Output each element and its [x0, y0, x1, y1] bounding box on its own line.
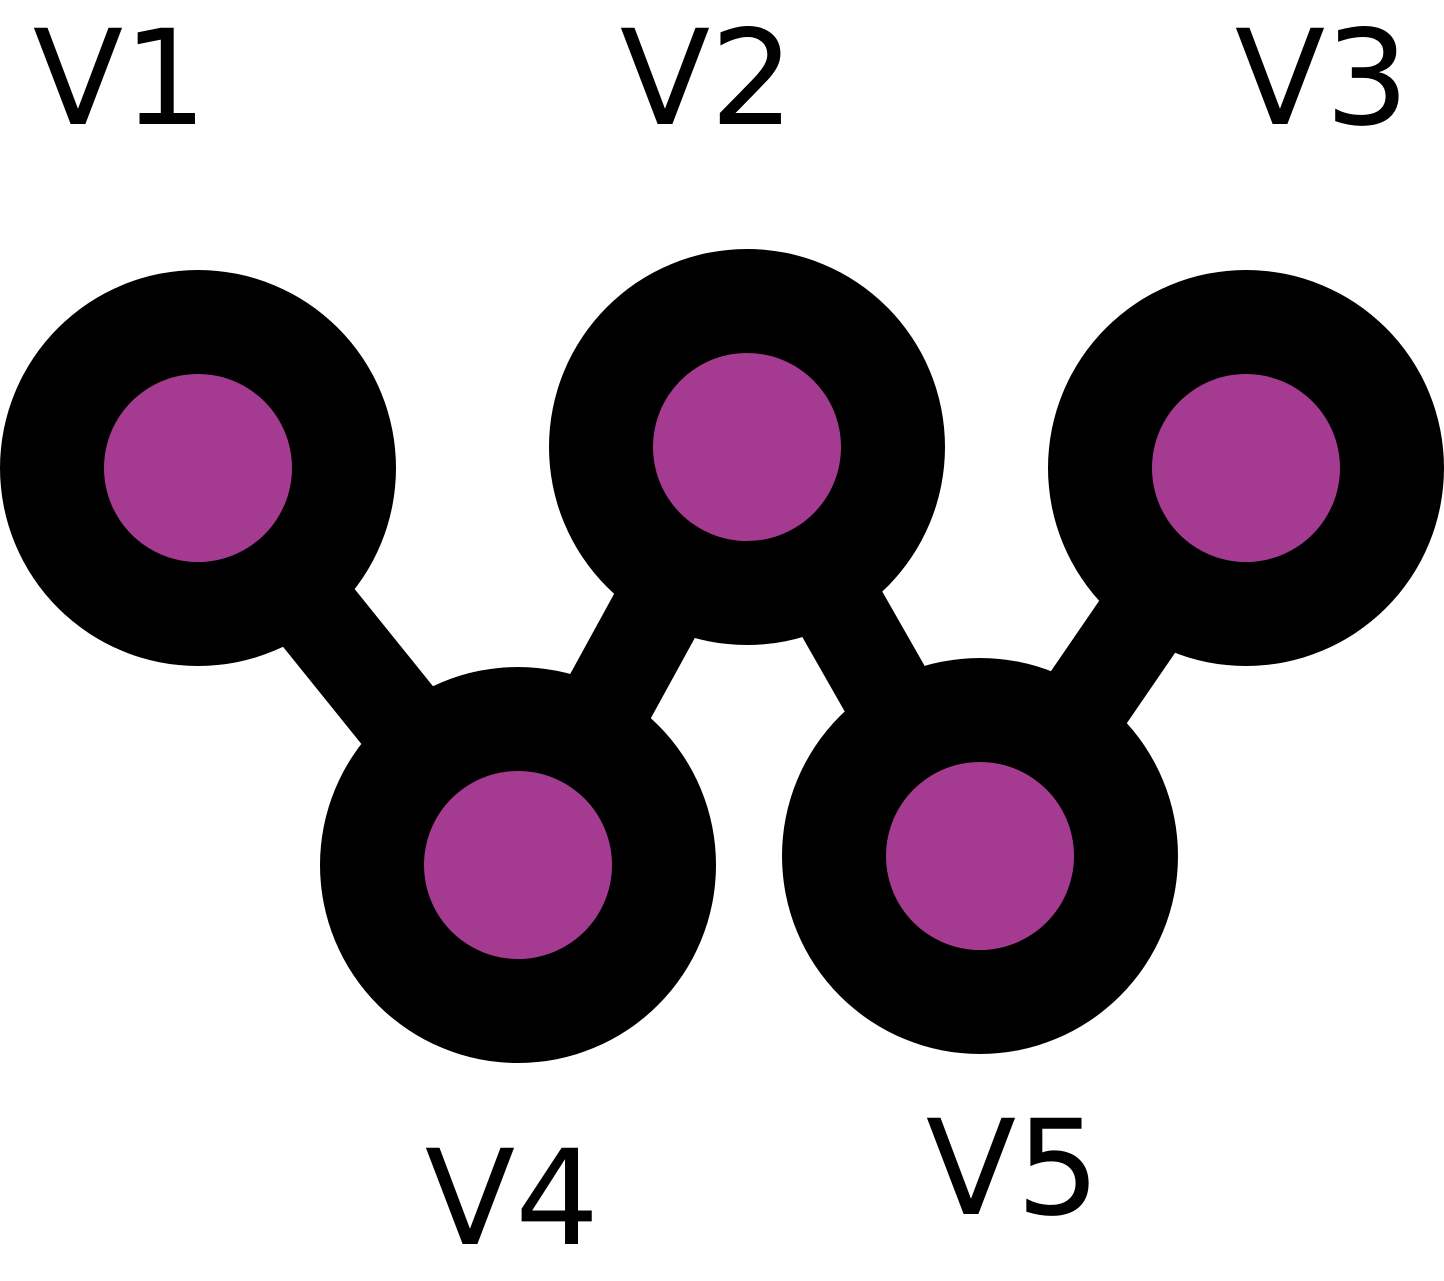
- node-label-v5: V5: [926, 1092, 1100, 1246]
- node-v3-core: [1152, 374, 1340, 562]
- node-label-v4: V4: [425, 1122, 599, 1276]
- nodes-layer: [0, 249, 1444, 1063]
- node-label-v2: V2: [620, 2, 794, 156]
- node-v2: [549, 249, 945, 645]
- node-v4: [320, 667, 716, 1063]
- node-v3: [1048, 270, 1444, 666]
- node-label-v3: V3: [1235, 2, 1409, 156]
- node-v4-core: [424, 771, 612, 959]
- node-v2-core: [653, 353, 841, 541]
- node-v1-core: [104, 374, 292, 562]
- node-v5-core: [886, 762, 1074, 950]
- node-v5: [782, 658, 1178, 1054]
- node-label-v1: V1: [33, 2, 207, 156]
- labels-layer: V1 V2 V3 V4 V5: [33, 2, 1409, 1276]
- node-v1: [0, 270, 396, 666]
